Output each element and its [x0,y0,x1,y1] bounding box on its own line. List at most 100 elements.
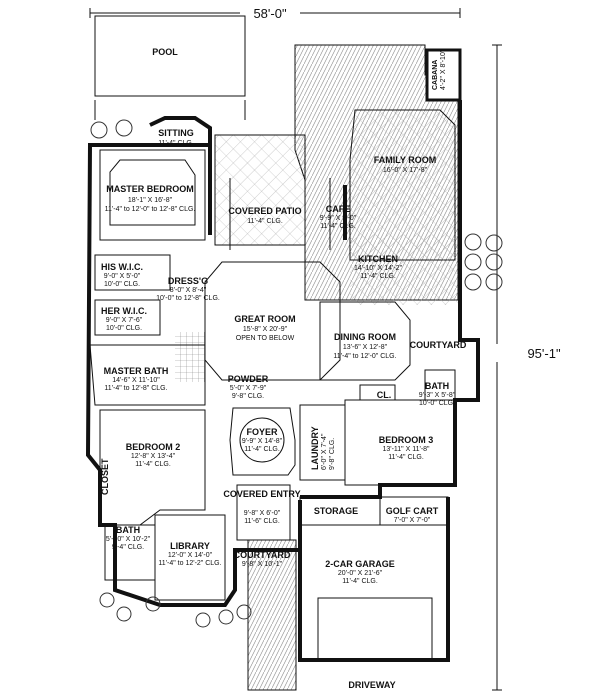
room-name: STORAGE [314,506,358,516]
room-size: 6'-0" X 7'-4" [321,433,328,470]
overall-depth-label: 95'-1" [527,346,561,361]
room-clg: 11'-4" to 12'-0" to 12'-8" CLG. [105,206,196,213]
room-size: 9'-0" X 5'-0" [104,273,141,280]
room-clg: 9'-8" CLG. [232,393,264,400]
room-name: CABANA [432,60,439,90]
room-dressing: DRESS'G 8'-0" X 8'-4" 10'-0" to 12'-8" C… [156,276,220,302]
room-covered-entry: COVERED ENTRY 9'-8" X 6'-0" 11'-6" CLG. [223,489,300,525]
room-courtyard-front: COURTYARD 9'-8" X 10'-1" [234,550,291,568]
room-size: 16'-0" X 17'-8" [383,167,428,174]
room-clg: 11'-4" CLG. [388,454,424,461]
interior-walls [89,149,456,661]
room-size: 9'-8" X 6'-0" [244,510,281,517]
room-size: 20'-0" X 21'-6" [338,570,383,577]
room-clg: 11'-4" to 12'-8" CLG. [104,385,167,392]
room-clg: OPEN TO BELOW [236,335,295,342]
room-size: 7'-0" X 7'-0" [394,517,431,524]
room-family: FAMILY ROOM 16'-0" X 17'-8" [374,155,437,174]
room-garage: 2-CAR GARAGE 20'-0" X 21'-6" 11'-4" CLG. [325,559,395,585]
room-name: BATH [116,525,140,535]
room-name: COURTYARD [234,550,291,560]
room-pool: POOL [152,47,178,57]
room-size: 5'-0" X 7'-9" [230,385,267,392]
room-labels: POOL CABANA 4'-2" X 8'-10" SITTING 11'-4… [100,47,467,690]
room-size: 8'-0" X 8'-4" [170,287,207,294]
room-bedroom-3: BEDROOM 3 13'-11" X 11'-8" 11'-4" CLG. [379,435,434,461]
room-size: 18'-1" X 16'-8" [128,197,173,204]
room-name: LIBRARY [170,541,210,551]
room-her-wic: HER W.I.C. 9'-0" X 7'-6" 10'-0" CLG. [101,306,147,332]
room-name: COVERED PATIO [228,206,301,216]
room-closet-2: CLOSET [100,458,110,495]
cabana-block [425,48,462,102]
room-clg: 10'-0" CLG. [104,281,140,288]
room-name: LAUNDRY [310,426,320,470]
room-size: 9'-0" X 7'-6" [106,317,143,324]
width-dimension: 58'-0" [89,4,461,22]
overall-width-label: 58'-0" [253,6,287,21]
room-name: BEDROOM 3 [379,435,434,445]
room-name: MASTER BEDROOM [106,184,194,194]
room-sitting: SITTING 11'-4" CLG. [158,128,194,147]
room-name: POWDER [228,374,269,384]
kitchen-tile [350,235,460,305]
room-name: HIS W.I.C. [101,262,143,272]
room-powder: POWDER 5'-0" X 7'-9" 9'-8" CLG. [228,374,269,400]
room-clg: 10'-0" CLG. [106,325,142,332]
room-closet-3: CL. [377,390,392,400]
room-courtyard-rear: COURTYARD [410,340,467,350]
room-name: COURTYARD [410,340,467,350]
room-clg: 11'-6" CLG. [244,518,280,525]
room-size: 9'-9" X 9'-0" [320,215,357,222]
room-bath-3: BATH 9'-3" X 5'-8" 10'-0" CLG. [419,381,456,407]
room-clg: 11'-4" CLG. [135,461,171,468]
room-library: LIBRARY 12'-0" X 14'-0" 11'-4" to 12'-2"… [158,541,221,567]
room-kitchen: KITCHEN 14'-10" X 14'-2" 11'-4" CLG. [354,254,403,280]
room-name: GREAT ROOM [234,314,295,324]
room-name: KITCHEN [358,254,398,264]
room-name: MASTER BATH [104,366,169,376]
room-clg: 11'-4" CLG. [320,223,356,230]
room-size: 15'-8" X 20'-9" [243,326,288,333]
room-size: 13'-11" X 11'-8" [382,446,430,453]
room-clg: 10'-0" to 12'-8" CLG. [156,295,220,302]
room-name: FAMILY ROOM [374,155,437,165]
room-size: 9'-9" X 14'-8" [242,438,283,445]
landscape-shrubs [90,119,503,628]
room-great-room: GREAT ROOM 15'-8" X 20'-9" OPEN TO BELOW [234,314,295,342]
pool-area [94,15,246,97]
room-clg: 11'-4" CLG. [244,446,280,453]
room-clg: 9'-8" CLG. [329,438,336,470]
room-name: SITTING [158,128,194,138]
bath-floor [175,332,205,382]
room-his-wic: HIS W.I.C. 9'-0" X 5'-0" 10'-0" CLG. [101,262,143,288]
room-golf-cart: GOLF CART 7'-0" X 7'-0" [386,506,439,524]
room-clg: 9'-4" CLG. [112,544,144,551]
room-clg: 10'-0" CLG. [419,400,455,407]
room-name: COVERED ENTRY [223,489,300,499]
room-size: 12'-8" X 13'-4" [131,453,176,460]
room-size: 13'-6" X 12'-8" [343,344,388,351]
room-clg: 11'-4" CLG. [247,218,283,225]
room-size: 12'-0" X 14'-0" [168,552,213,559]
room-name: DRESS'G [168,276,208,286]
room-laundry: LAUNDRY 6'-0" X 7'-4" 9'-8" CLG. [310,426,336,470]
room-covered-patio: COVERED PATIO 11'-4" CLG. [228,206,301,225]
room-name: CL. [377,390,392,400]
room-size: 14'-10" X 14'-2" [354,265,403,272]
room-size: 14'-6" X 11'-10" [112,377,160,384]
room-master-bath: MASTER BATH 14'-6" X 11'-10" 11'-4" to 1… [104,366,169,392]
room-name: BEDROOM 2 [126,442,181,452]
room-name: CAFE [326,204,351,214]
room-name: GOLF CART [386,506,439,516]
room-clg: 11'-4" to 12'-0" CLG. [333,353,396,360]
room-name: HER W.I.C. [101,306,147,316]
room-clg: 11'-4" CLG. [158,140,194,147]
room-name: CLOSET [100,458,110,495]
room-clg: 11'-4" CLG. [342,578,378,585]
patio-tile [214,134,306,246]
room-name: DINING ROOM [334,332,396,342]
depth-dimension: 95'-1" [475,44,595,691]
entry-walk [247,539,297,691]
